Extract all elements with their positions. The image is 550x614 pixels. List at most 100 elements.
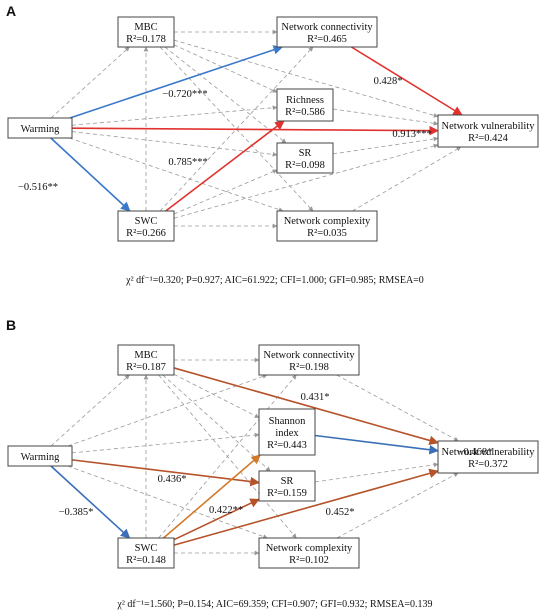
path-coefficient: −0.468*: [458, 447, 493, 458]
coefficient-labels: −0.720*** 0.913*** −0.516** 0.785*** 0.428*: [18, 76, 432, 193]
nonsignificant-path: [164, 46, 287, 144]
nonsignificant-path: [50, 374, 130, 447]
node-label: Warming: [21, 124, 61, 135]
node-box: [258, 408, 316, 456]
path-arrow-warming-m3: [71, 459, 260, 487]
node-label: Network vulnerability: [441, 121, 535, 132]
significant-paths: [50, 45, 463, 212]
nonsignificant-path: [158, 374, 297, 539]
nonsignificant-path: [332, 108, 439, 126]
significant-paths: [50, 367, 439, 546]
node-warming: Warming: [7, 117, 73, 139]
r-squared: R²=0.102: [289, 555, 329, 566]
node-box: [117, 16, 175, 48]
nonsignificant-path: [162, 374, 271, 472]
node-label: Warming: [21, 452, 61, 463]
node-label: Network connectivity: [263, 350, 355, 361]
model-fit-statistics: χ² df⁻¹=0.320; P=0.927; AIC=61.922; CFI=…: [125, 275, 424, 286]
path-arrow-swc-m3: [173, 498, 260, 541]
coefficient-labels: 0.431* −0.468* 0.436* −0.385* 0.422** 0.452*: [59, 392, 493, 518]
path-arrow-warming-swc: [50, 137, 131, 212]
node-label: SR: [299, 148, 312, 159]
node-box: [258, 344, 360, 376]
node-label: SWC: [135, 216, 158, 227]
node-label: Network vulnerability: [441, 447, 535, 458]
r-squared: R²=0.372: [468, 459, 508, 470]
node-box: [258, 470, 316, 502]
path-arrow-warming-swc: [50, 465, 131, 539]
nonsignificant-path: [173, 169, 278, 215]
node-box: [117, 537, 175, 569]
nonsignificant-path: [69, 137, 284, 212]
path-arrow-swc-m2: [165, 120, 285, 212]
nonsignificant-path: [67, 374, 268, 447]
node-box: [7, 117, 73, 139]
r-squared: R²=0.586: [285, 107, 325, 118]
r-squared: R²=0.098: [285, 160, 325, 171]
nonsignificant-path: [71, 131, 278, 157]
path-coefficient: 0.428*: [374, 76, 403, 87]
r-squared: R²=0.187: [126, 362, 166, 373]
nonsignificant-path: [336, 374, 459, 442]
path-coefficient: −0.516**: [18, 182, 58, 193]
path-coefficient: 0.785***: [168, 157, 207, 168]
node-label: Network connectivity: [281, 22, 373, 33]
node-label: MBC: [134, 350, 157, 361]
path-coefficient: 0.913***: [392, 129, 431, 140]
r-squared: R²=0.198: [289, 362, 329, 373]
node-box: [276, 210, 378, 242]
node-box: [437, 114, 539, 148]
node-box: [7, 445, 73, 467]
path-arrow-m1-vuln: [350, 46, 463, 116]
panel-label: B: [6, 317, 16, 333]
path-coefficient: −0.385*: [59, 507, 94, 518]
path-coefficient: 0.431*: [301, 392, 330, 403]
path-coefficient: −0.720***: [162, 89, 207, 100]
node-box: [117, 210, 175, 242]
nonsignificant-paths: [50, 357, 459, 556]
r-squared: R²=0.266: [126, 228, 166, 239]
node-box: [276, 16, 378, 48]
path-coefficient: 0.436*: [158, 474, 187, 485]
r-squared: R²=0.159: [267, 488, 307, 499]
nonsignificant-path: [71, 105, 278, 126]
node-box: [117, 344, 175, 376]
node-label: Network complexity: [284, 216, 371, 227]
node-label: Richness: [286, 95, 324, 106]
nonsignificant-path: [332, 136, 439, 155]
r-squared: R²=0.443: [267, 440, 307, 451]
panel-label: A: [6, 3, 16, 19]
path-arrow-warming-m1: [69, 45, 284, 119]
node-warming: Warming: [7, 445, 73, 467]
path-coefficient: 0.452*: [326, 507, 355, 518]
nonsignificant-path: [67, 465, 268, 539]
nonsignificant-path: [50, 46, 130, 119]
path-coefficient: 0.422**: [209, 505, 243, 516]
node-label: Network complexity: [266, 543, 353, 554]
node-box: [258, 537, 360, 569]
path-arrow-swc-m2: [162, 454, 261, 539]
r-squared: R²=0.178: [126, 34, 166, 45]
nonsignificant-path: [314, 462, 439, 483]
nonsignificant-path: [71, 432, 260, 454]
node-label: SR: [281, 476, 294, 487]
r-squared: R²=0.465: [307, 34, 347, 45]
path-arrow-m2-vuln: [314, 434, 439, 455]
